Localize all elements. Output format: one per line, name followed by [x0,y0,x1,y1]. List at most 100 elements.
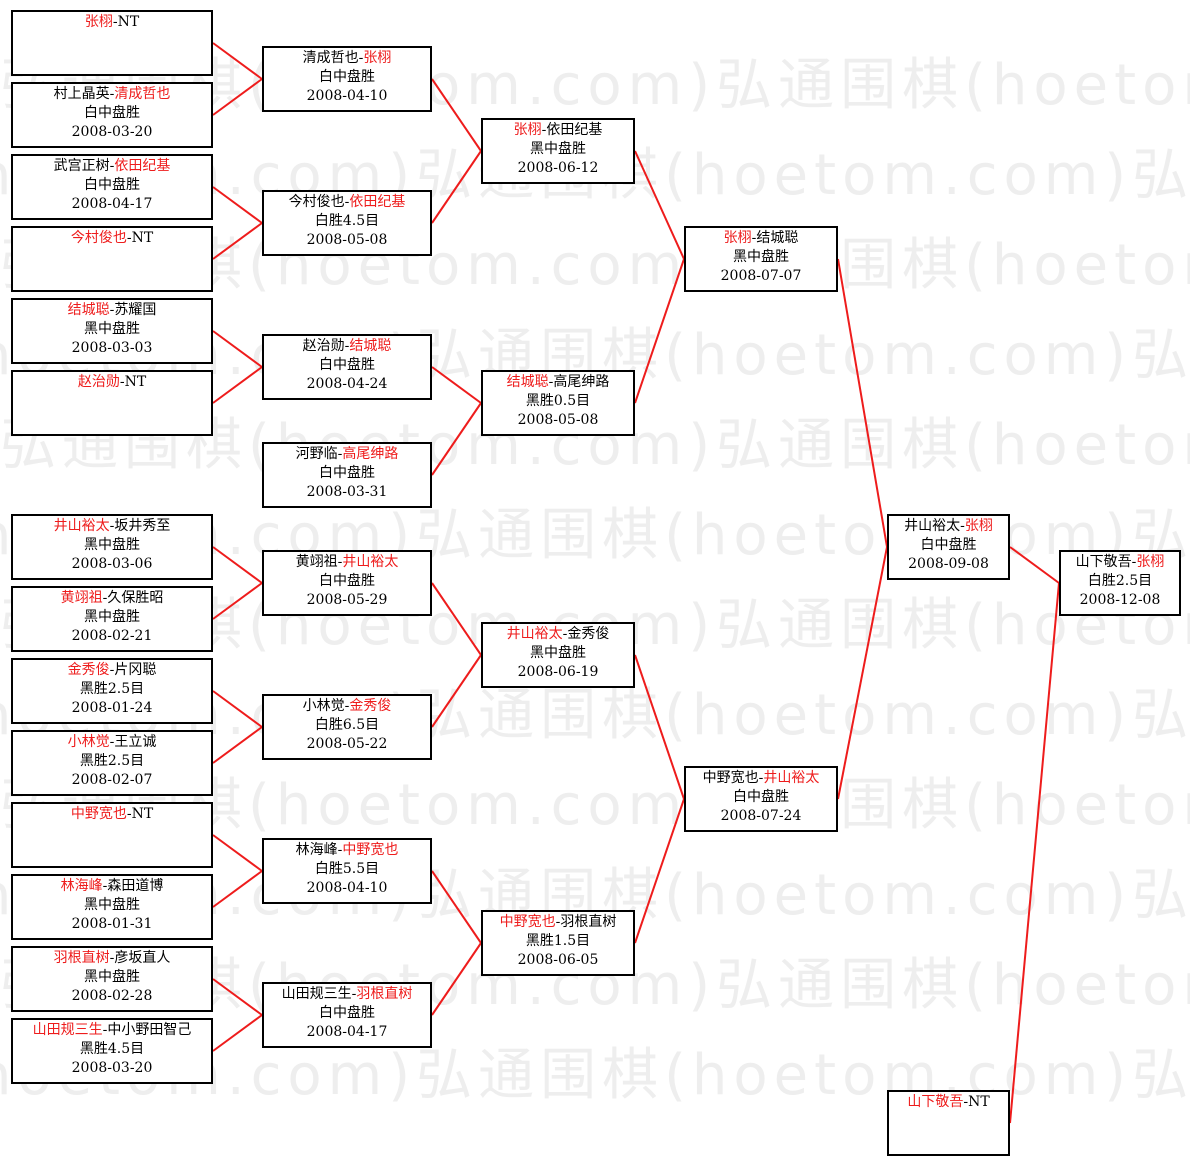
connector-r2-5-to-r3-3 [431,582,482,656]
vs-separator: - [109,158,115,174]
match-date: 2008-02-28 [71,988,153,1004]
match-result: 白中盘胜 [319,573,375,589]
player-name: 结城聪 [756,230,799,246]
winner-name: 井山裕太 [506,626,563,642]
vs-separator: - [109,518,115,534]
vs-separator: - [109,734,115,750]
player-name: 山田规三生 [281,986,352,1002]
connector-r1-9-to-r2-6 [212,690,263,728]
vs-separator: - [337,446,343,462]
match-date: 2008-04-10 [306,88,388,104]
player-name: 井山裕太 [904,518,961,534]
winner-name: 高尾绅路 [342,446,399,462]
winner-name: 羽根直树 [356,986,413,1002]
player-name: 王立诚 [114,734,157,750]
connector-r1-12-to-r2-7 [212,870,263,908]
match-players: 今村俊也-依田纪基 [264,193,430,212]
winner-name: 井山裕太 [53,518,110,534]
vs-separator: - [344,194,350,210]
winner-name: 张栩 [84,14,113,30]
match-result: 白胜2.5目 [1087,573,1153,589]
vs-separator: - [751,230,757,246]
match-players: 羽根直树-彦坂直人 [13,949,211,968]
vs-separator: - [960,518,965,534]
player-name: 依田纪基 [546,122,603,138]
connector-r3-2-to-r4-1 [634,258,685,404]
match-result: 白中盘胜 [319,69,375,85]
connector-r3-1-to-r4-1 [634,150,685,260]
match-box-r1-11: 中野宽也-NT [11,802,213,868]
player-name: 清成哲也 [302,50,359,66]
vs-separator: - [548,374,554,390]
connector-r1-3-to-r2-2 [212,186,263,224]
player-name: 高尾绅路 [553,374,610,390]
player-name: 今村俊也 [288,194,345,210]
match-result: 黑胜1.5目 [525,933,591,949]
match-players: 中野宽也-井山裕太 [686,769,836,788]
winner-name: 山下敬吾 [907,1094,964,1110]
match-box-r1-6: 赵治勋-NT [11,370,213,436]
player-name: 久保胜昭 [107,590,164,606]
player-name: 赵治勋 [302,338,345,354]
connector-r4-1-to-r5-1 [837,258,888,548]
match-result: 黑中盘胜 [84,321,140,337]
match-result: 黑中盘胜 [733,249,789,265]
player-name: 中小野田智己 [107,1022,192,1038]
vs-separator: - [126,230,132,246]
match-result: 白胜5.5目 [314,861,380,877]
vs-separator: - [102,590,108,606]
winner-name: 结城聪 [349,338,392,354]
match-date: 2008-01-31 [71,916,153,932]
match-players: 金秀俊-片冈聪 [13,661,211,680]
vs-separator: - [963,1094,969,1110]
winner-name: 井山裕太 [763,770,820,786]
match-players: 黄翊祖-井山裕太 [264,553,430,572]
winner-name: 金秀俊 [349,698,392,714]
connector-r1-11-to-r2-7 [212,834,263,872]
match-date: 2008-04-10 [306,880,388,896]
match-result: 白中盘胜 [319,465,375,481]
connector-r5-1-to-final [1009,546,1060,584]
match-date: 2008-03-06 [71,556,153,572]
match-result: 黑胜0.5目 [525,393,591,409]
player-name: 武宫正树 [53,158,110,174]
match-players: 中野宽也-羽根直树 [483,913,633,932]
match-date: 2008-09-08 [908,556,989,572]
vs-separator: - [109,86,115,102]
connector-r2-7-to-r3-4 [431,870,482,944]
winner-name: 林海峰 [60,878,103,894]
winner-name: 今村俊也 [70,230,127,246]
match-date: 2008-04-17 [306,1024,388,1040]
connector-r2-2-to-r3-1 [431,150,482,224]
winner-name: 张栩 [513,122,542,138]
player-name: 小林觉 [302,698,345,714]
connector-r1-7-to-r2-5 [212,546,263,584]
player-name: NT [124,374,147,390]
vs-separator: - [109,950,115,966]
connector-r1-2-to-r2-1 [212,78,263,116]
vs-separator: - [1131,554,1137,570]
winner-name: 黄翊祖 [60,590,103,606]
match-date: 2008-02-21 [71,628,153,644]
player-name: 山下敬吾 [1075,554,1132,570]
match-players: 今村俊也-NT [13,229,211,248]
winner-name: 中野宽也 [70,806,127,822]
match-players: 林海峰-森田道博 [13,877,211,896]
connector-r2-8-to-r3-4 [431,942,482,1016]
connector-r2-1-to-r3-1 [431,78,482,152]
vs-separator: - [337,842,343,858]
match-result: 白中盘胜 [319,1005,375,1021]
connector-r1-5-to-r2-3 [212,330,263,368]
